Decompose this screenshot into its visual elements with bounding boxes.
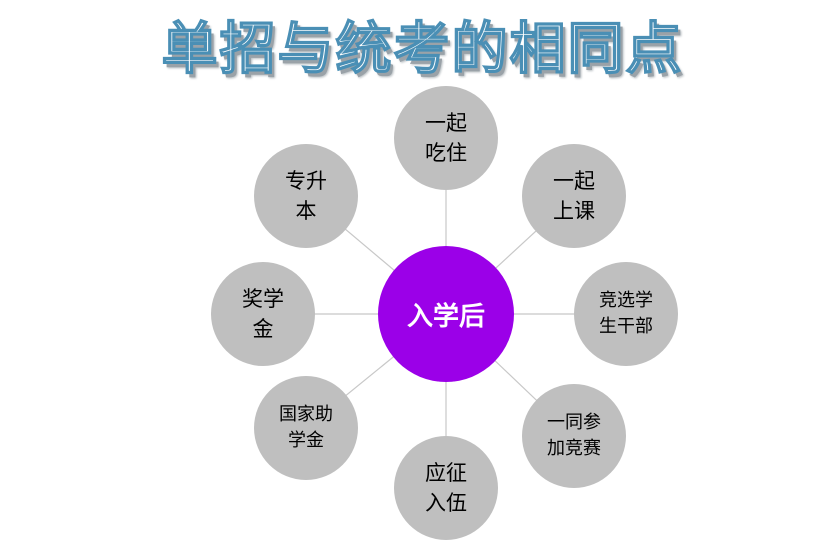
diagram-title: 单招与统考的相同点: [161, 16, 684, 83]
node-competition: 一同参 加竞赛: [522, 384, 626, 488]
node-enlist: 应征 入伍: [394, 436, 498, 540]
node-upgrade-degree: 专升 本: [254, 144, 358, 248]
node-label: 一起 上课: [553, 168, 595, 223]
node-label: 专升 本: [285, 168, 327, 223]
center-node-enrollment: 入学后: [378, 246, 514, 382]
node-attend-class: 一起 上课: [522, 144, 626, 248]
node-label: 一同参 加竞赛: [547, 411, 601, 459]
node-label: 国家助 学金: [279, 403, 333, 451]
node-label: 奖学 金: [242, 286, 284, 341]
node-scholarship: 奖学 金: [211, 262, 315, 366]
center-label: 入学后: [406, 301, 485, 332]
node-label: 一起 吃住: [425, 110, 467, 165]
node-student-cadre: 竞选学 生干部: [574, 262, 678, 366]
node-national-grant: 国家助 学金: [254, 376, 358, 480]
node-eat-live: 一起 吃住: [394, 86, 498, 190]
node-label: 应征 入伍: [425, 460, 467, 515]
node-label: 竞选学 生干部: [599, 289, 653, 337]
